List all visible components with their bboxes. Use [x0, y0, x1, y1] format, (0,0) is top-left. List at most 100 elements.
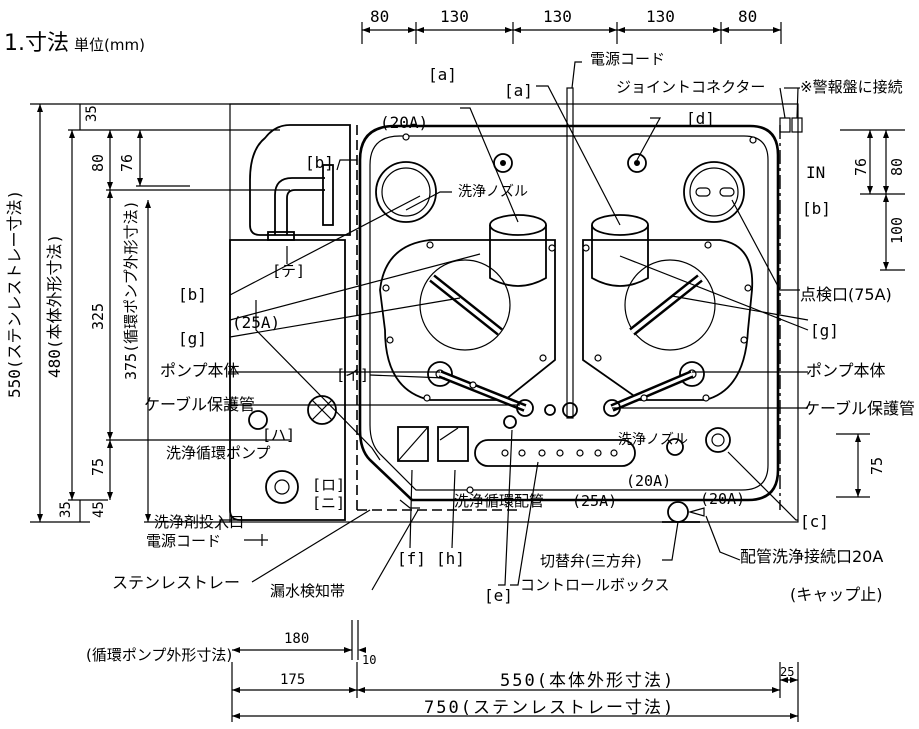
label-control-box: コントロールボックス — [520, 576, 670, 594]
left-dim-75: 75 — [89, 458, 107, 476]
left-dim-tray: 550(ステンレストレー寸法) — [5, 190, 24, 398]
label-circ-pipe: 洗浄循環配管 — [454, 492, 544, 510]
left-dimension-lines — [30, 103, 290, 523]
label-cable-right: ケーブル保護管 — [804, 399, 915, 418]
pump-right-bars — [629, 274, 703, 336]
small-port-ha — [248, 410, 268, 430]
label-a2: [a] — [504, 81, 533, 100]
pump-left-bars — [429, 274, 503, 336]
control-box-holes — [501, 449, 618, 457]
label-te: [テ] — [272, 262, 305, 280]
title-unit: 単位(mm) — [74, 36, 145, 54]
power-cord-pipe — [566, 87, 574, 419]
label-inspection: 点検口(75A) — [800, 285, 892, 304]
pipe-foot — [267, 231, 295, 241]
label-c: [c] — [800, 512, 829, 531]
nozzle-bottom-port — [666, 438, 684, 456]
three-way-valve — [667, 501, 689, 523]
right-dim-75: 75 — [868, 457, 886, 475]
label-nozzle-bottom: 洗浄ノズル — [618, 432, 688, 448]
top-dim-3: 130 — [543, 7, 572, 26]
label-b-top: [b] — [305, 153, 334, 172]
label-a1: [a] — [428, 65, 457, 84]
label-d: [d] — [686, 109, 715, 128]
right-dim-76: 76 — [852, 158, 870, 176]
circulation-pump-box — [229, 239, 346, 521]
label-tray: ステンレストレー — [112, 573, 240, 592]
label-joint-connector: ジョイントコネクター — [616, 78, 765, 96]
label-20a-mid: (20A) — [626, 472, 671, 490]
joint-connector-b — [791, 117, 803, 133]
pump-base — [265, 470, 299, 504]
pump-box-diagonal — [255, 300, 381, 461]
label-in: IN — [806, 163, 825, 182]
label-g-left: [g] — [178, 329, 207, 348]
box-f — [397, 426, 429, 462]
partition-right — [582, 239, 754, 401]
label-valve: 切替弁(三方弁) — [540, 552, 642, 570]
left-dim-35-bottom: 35 — [58, 501, 74, 518]
top-dim-5: 80 — [738, 7, 757, 26]
label-f: [f] — [397, 549, 426, 568]
left-dim-pump: 375(循環ポンプ外形寸法) — [122, 200, 140, 380]
left-dim-45: 45 — [91, 501, 107, 518]
left-dim-80: 80 — [89, 154, 107, 172]
cylinder-left-body — [489, 225, 547, 287]
bottom-dim-25: 25 — [780, 665, 794, 679]
pump-right-circle — [624, 259, 716, 351]
bottom-dim-175: 175 — [280, 672, 305, 688]
top-dim-4: 130 — [646, 7, 675, 26]
leader-lines — [219, 61, 809, 591]
tank-inner — [369, 135, 769, 491]
bottom-dim-tray: 750(ステンレストレー寸法) — [424, 698, 675, 718]
label-detergent: 洗浄剤投入口 — [154, 513, 244, 531]
power-cord-end — [562, 402, 578, 418]
left-dim-35-top: 35 — [84, 105, 100, 122]
cylinder-right-body — [591, 225, 649, 287]
label-cable-left: ケーブル保護管 — [144, 395, 255, 414]
label-h: [h] — [436, 549, 465, 568]
label-20a-top: (20A) — [380, 113, 428, 132]
right-dimension-lines — [836, 129, 905, 498]
flange — [322, 164, 334, 226]
left-dim-76: 76 — [118, 154, 136, 172]
inspection-port-right — [683, 161, 745, 223]
label-g-right: [g] — [810, 321, 839, 340]
top-dim-2: 130 — [440, 7, 469, 26]
cylinder-left-top — [489, 214, 547, 236]
inspection-port-left — [375, 161, 437, 223]
control-box — [474, 439, 636, 467]
label-20a-right: (20A) — [700, 490, 745, 508]
nozzle-port-right — [679, 361, 705, 387]
title-main: 1.寸法 — [4, 31, 69, 56]
port-c — [705, 427, 731, 453]
bottom-dim-body: 550(本体外形寸法) — [500, 671, 675, 691]
label-power-cord-top: 電源コード — [590, 50, 665, 68]
bottom-dim-10: 10 — [362, 653, 376, 667]
elbow-pipe — [274, 177, 325, 235]
left-housing — [249, 124, 351, 236]
label-i: [イ] — [336, 366, 369, 384]
pipe-connect-arrow — [687, 507, 705, 517]
nozzle-port-left — [427, 361, 453, 387]
label-ha: [ハ] — [262, 426, 295, 444]
circulation-pump — [307, 395, 337, 425]
tank-dots — [382, 133, 757, 494]
box-h — [437, 426, 469, 462]
label-nozzle-top: 洗浄ノズル — [458, 184, 528, 200]
label-b-right: [b] — [802, 199, 831, 218]
port-d-left — [493, 153, 513, 173]
label-circ-pump: 洗浄循環ポンプ — [166, 444, 271, 462]
label-b-left: [b] — [178, 285, 207, 304]
left-dim-325: 325 — [89, 303, 107, 330]
label-e: [e] — [484, 586, 513, 605]
bottom-dim-180: 180 — [284, 631, 309, 647]
label-25a: (25A) — [232, 313, 280, 332]
label-ro: [ロ] — [312, 476, 345, 494]
top-dim-1: 80 — [370, 7, 389, 26]
label-pump-body-left: ポンプ本体 — [160, 361, 240, 380]
label-pump-body-right: ポンプ本体 — [806, 361, 886, 380]
top-dimension-line — [361, 22, 782, 44]
label-25a-bottom: (25A) — [572, 492, 617, 510]
